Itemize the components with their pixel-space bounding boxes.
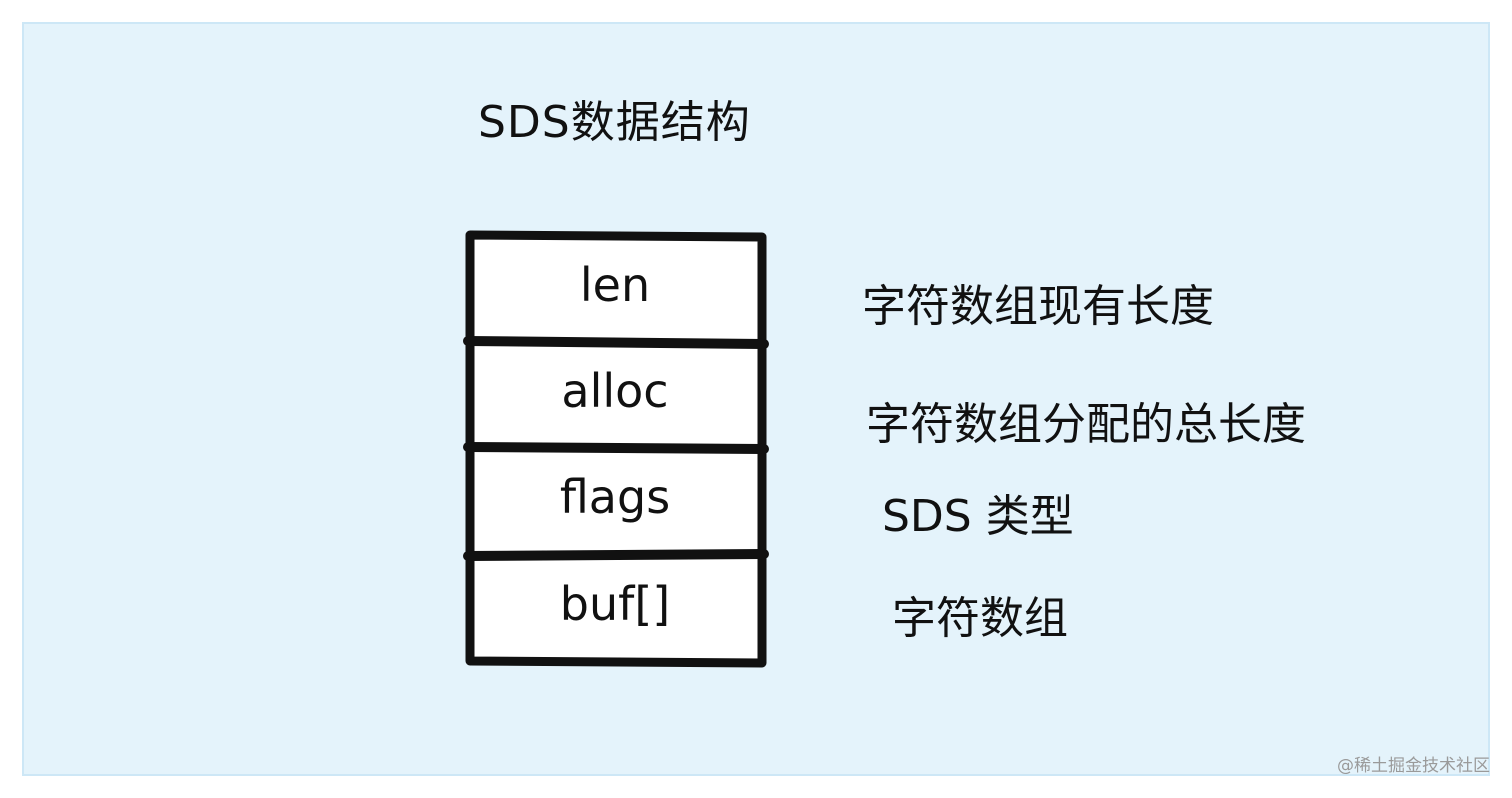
field-len: len — [579, 258, 651, 312]
divider-len-alloc — [463, 336, 769, 349]
desc-len: 字符数组现有长度 — [862, 281, 1214, 332]
field-buf: buf[] — [559, 577, 671, 631]
divider-alloc-flags — [463, 442, 769, 454]
desc-alloc: 字符数组分配的总长度 — [866, 399, 1306, 450]
desc-flags: SDS 类型 — [882, 491, 1074, 542]
watermark: @稀土掘金技术社区 — [1337, 756, 1490, 776]
diagram-title: SDS数据结构 — [478, 97, 751, 148]
divider-flags-buf — [463, 549, 769, 561]
field-flags: flags — [559, 470, 671, 524]
sds-struct-box — [463, 230, 769, 668]
field-alloc: alloc — [561, 364, 669, 418]
desc-buf: 字符数组 — [892, 593, 1068, 644]
